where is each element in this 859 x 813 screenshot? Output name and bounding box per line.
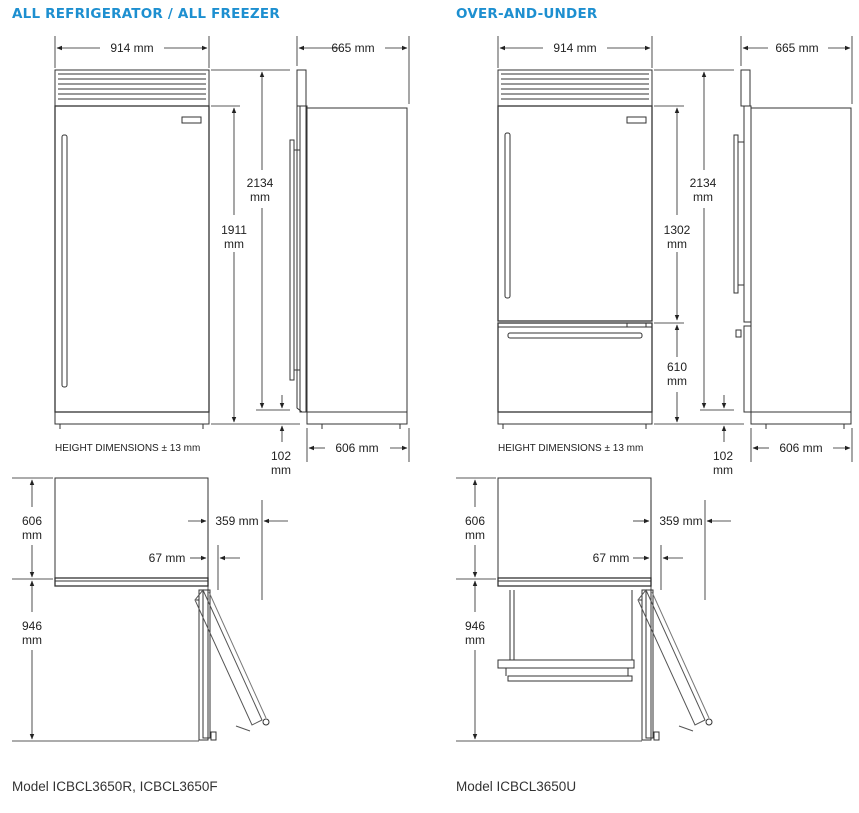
right-door-height-value: 1302: [664, 223, 691, 237]
left-cabinet-depth-label: 606 mm: [335, 441, 378, 455]
left-swing-unit: mm: [22, 633, 42, 647]
left-base-value: 102: [271, 449, 291, 463]
right-door-height-unit: mm: [667, 237, 687, 251]
left-plan-depth-unit: mm: [22, 528, 42, 542]
left-plan-view: [54, 477, 270, 741]
right-height-note: HEIGHT DIMENSIONS ± 13 mm: [498, 443, 643, 454]
right-depth-label: 665 mm: [775, 41, 818, 55]
section-title-over-and-under: OVER-AND-UNDER: [456, 6, 598, 22]
right-drawer-height-unit: mm: [667, 374, 687, 388]
right-drawer-height-value: 610: [667, 360, 687, 374]
right-plan-depth-unit: mm: [465, 528, 485, 542]
left-side-elevation: [289, 69, 408, 429]
right-dimension-lines: [497, 36, 853, 462]
right-offset-label: 67 mm: [593, 551, 630, 565]
left-front-elevation: [54, 69, 210, 429]
right-front-elevation: [497, 69, 653, 429]
right-clearance-label: 359 mm: [659, 514, 702, 528]
left-swing-value: 946: [22, 619, 42, 633]
left-depth-label: 665 mm: [331, 41, 374, 55]
left-door-height-unit: mm: [224, 237, 244, 251]
left-total-height-value: 2134: [247, 176, 274, 190]
right-swing-value: 946: [465, 619, 485, 633]
right-total-height-unit: mm: [693, 190, 713, 204]
right-plan-dimension-lines: [456, 477, 731, 742]
left-door-height-value: 1911: [221, 223, 247, 237]
left-width-label: 914 mm: [110, 41, 153, 55]
left-plan-dimension-lines: [12, 477, 288, 742]
right-base-value: 102: [713, 449, 733, 463]
right-side-elevation: [733, 69, 852, 429]
right-swing-unit: mm: [465, 633, 485, 647]
right-cabinet-depth-label: 606 mm: [779, 441, 822, 455]
model-label-right: Model ICBCL3650U: [456, 779, 577, 794]
left-total-height-unit: mm: [250, 190, 270, 204]
model-label-left: Model ICBCL3650R, ICBCL3650F: [12, 779, 218, 794]
left-base-unit: mm: [271, 463, 291, 477]
left-clearance-label: 359 mm: [215, 514, 258, 528]
right-base-unit: mm: [713, 463, 733, 477]
right-width-label: 914 mm: [553, 41, 596, 55]
left-offset-label: 67 mm: [149, 551, 186, 565]
right-plan-depth-value: 606: [465, 514, 485, 528]
left-dimension-lines: [54, 36, 410, 462]
right-total-height-value: 2134: [690, 176, 717, 190]
left-height-note: HEIGHT DIMENSIONS ± 13 mm: [55, 443, 200, 454]
left-plan-depth-value: 606: [22, 514, 42, 528]
section-title-all-refrigerator: ALL REFRIGERATOR / ALL FREEZER: [12, 6, 280, 22]
